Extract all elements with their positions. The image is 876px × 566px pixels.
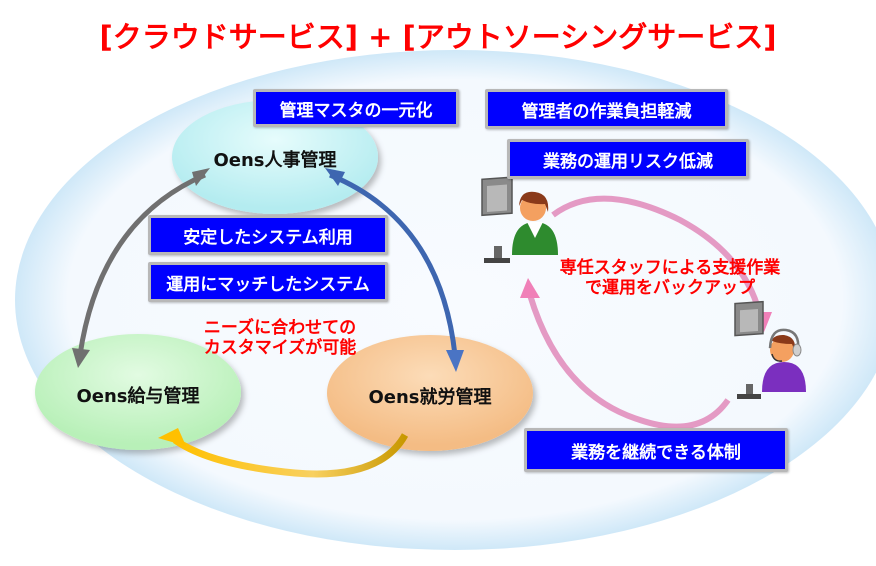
benefit-stable-system: 安定したシステム利用 bbox=[148, 215, 388, 255]
support-staff-note: 専任スタッフによる支援作業 で運用をバックアップ bbox=[540, 258, 800, 298]
support-note-line-2: で運用をバックアップ bbox=[585, 278, 755, 298]
benefit-business-continuity: 業務を継続できる体制 bbox=[524, 428, 788, 472]
page-title: [クラウドサービス] + [アウトソーシングサービス] bbox=[99, 20, 777, 54]
shuro-ellipse bbox=[327, 335, 533, 451]
support-staff-icon bbox=[734, 300, 806, 399]
arrowhead-pink-left bbox=[520, 278, 540, 298]
benefit-master-unification: 管理マスタの一元化 bbox=[253, 89, 459, 127]
benefit-reduce-admin-load: 管理者の作業負担軽減 bbox=[485, 89, 728, 129]
jinji-ellipse bbox=[172, 100, 378, 214]
arrowhead-blue-top bbox=[325, 168, 345, 186]
arrow-jinji-kyuyo bbox=[72, 168, 210, 368]
module-kyuyo-label: Oens給与管理 bbox=[76, 386, 200, 407]
arrow-jinji-shuro bbox=[325, 168, 464, 372]
arrowhead-gray-bottom bbox=[72, 348, 90, 368]
arrowhead-gray-top bbox=[192, 168, 210, 186]
customize-note-line-1: ニーズに合わせての bbox=[203, 318, 357, 338]
client-user-icon bbox=[481, 176, 558, 263]
arrowhead-blue-bottom bbox=[446, 350, 464, 372]
module-jinji-label: Oens人事管理 bbox=[213, 150, 337, 171]
arrowhead-gold bbox=[158, 428, 186, 446]
arrow-shuro-kyuyo bbox=[158, 428, 409, 478]
arrow-pink-bottom bbox=[520, 278, 731, 430]
module-shuro-label: Oens就労管理 bbox=[368, 387, 492, 408]
customize-note-line-2: カスタマイズが可能 bbox=[203, 338, 357, 358]
benefit-fitted-system: 運用にマッチしたシステム bbox=[148, 262, 388, 302]
customize-note: ニーズに合わせての カスタマイズが可能 bbox=[190, 318, 370, 358]
kyuyo-ellipse bbox=[35, 334, 241, 450]
benefit-reduce-risk: 業務の運用リスク低減 bbox=[507, 139, 749, 179]
support-note-line-1: 専任スタッフによる支援作業 bbox=[559, 258, 781, 278]
